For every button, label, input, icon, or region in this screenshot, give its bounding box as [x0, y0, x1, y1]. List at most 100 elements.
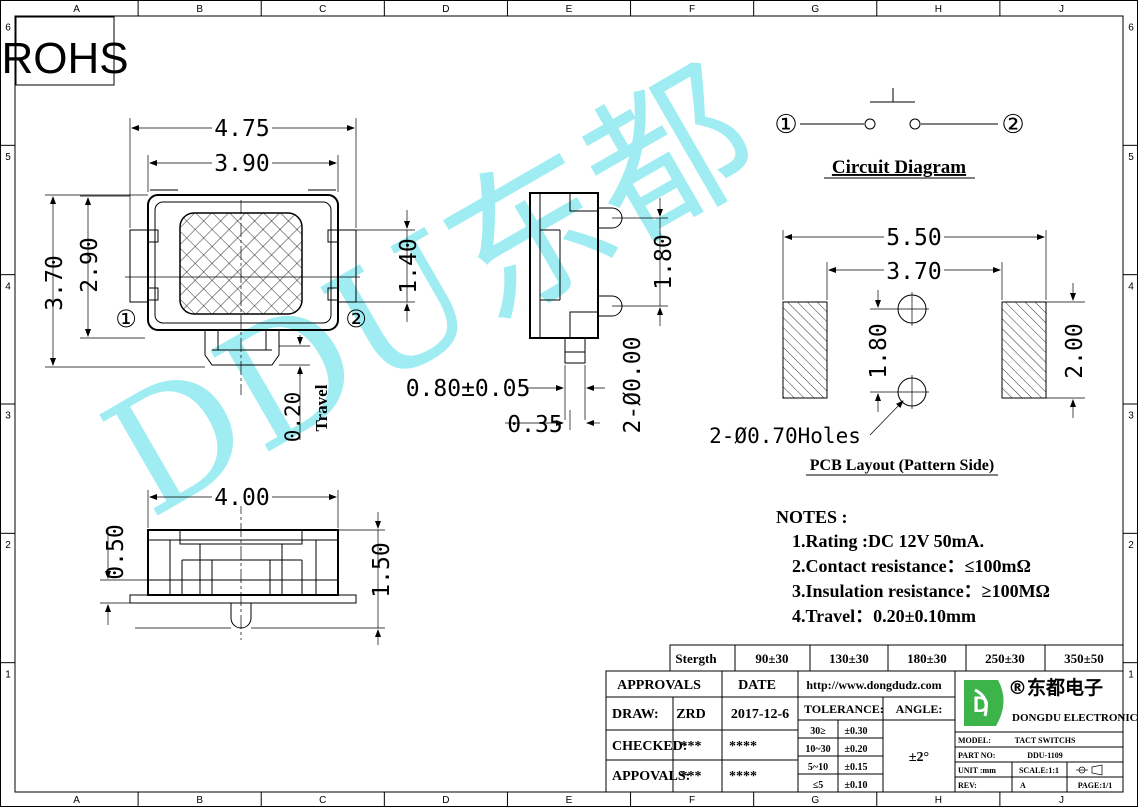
- tolerance-value: ±0.15: [845, 762, 868, 773]
- pcb-dim-outer: 5.50: [886, 225, 941, 251]
- appovals-name: ***: [681, 769, 702, 784]
- front-view: 4.00 0.50 1.50: [100, 484, 395, 645]
- tolerance-range: 5~10: [808, 762, 828, 773]
- appovals-date: ****: [729, 769, 757, 784]
- tolerance-value: ±0.30: [845, 726, 868, 737]
- part-value: DDU-1109: [1027, 751, 1063, 760]
- circuit-diagram: ① ② Circuit Diagram: [774, 88, 1025, 179]
- top-view: 4.75 3.90 3.70 2.90 1.40 ① ② 0.20 Trav: [42, 115, 422, 442]
- border-column-label: D: [442, 795, 449, 806]
- note-item: 1.Rating :DC 12V 50mA.: [792, 531, 984, 551]
- border-column-label: A: [73, 4, 80, 15]
- border-row-label: 2: [5, 540, 11, 551]
- tolerance-range: 30≥: [810, 726, 826, 737]
- pcb-dim-pad-height: 2.00: [1062, 323, 1088, 378]
- border-column-label: J: [1059, 4, 1064, 15]
- dim-overall-width: 4.75: [214, 116, 269, 142]
- border-row-label: 3: [5, 411, 11, 422]
- border-row-labels-right: 6 5 4 3 2 1: [1128, 23, 1134, 681]
- strength-row: Stergth 90±30 130±30 180±30 250±30 350±5…: [669, 644, 1124, 672]
- strength-value: 90±30: [755, 651, 788, 666]
- svg-text:D: D: [973, 692, 989, 717]
- note-item: 4.Travel：0.20±0.10mm: [792, 606, 976, 626]
- strength-value: 350±50: [1064, 651, 1104, 666]
- dim-post-diameter: 2-Ø0.00: [620, 337, 646, 434]
- border-row-label: 6: [1128, 23, 1134, 34]
- border-row-label: 4: [5, 281, 11, 292]
- checked-label: CHECKED:: [612, 739, 687, 754]
- checked-name: ***: [681, 739, 702, 754]
- rohs-label: ROHS: [1, 34, 128, 83]
- dim-overall-height: 3.70: [42, 255, 68, 310]
- website: http://www.dongdudz.com: [806, 678, 941, 692]
- rev-value: A: [1020, 781, 1026, 790]
- border-row-label: 3: [1128, 411, 1134, 422]
- circuit-title: Circuit Diagram: [832, 157, 966, 178]
- strength-label: Stergth: [675, 651, 717, 666]
- model-value: TACT SWITCHS: [1015, 736, 1076, 745]
- border-column-label: H: [935, 795, 942, 806]
- draw-date: 2017-12-6: [731, 707, 789, 722]
- page-label: PAGE:1/1: [1078, 781, 1113, 790]
- border-row-label: 5: [1128, 152, 1134, 163]
- dim-body-height: 2.90: [77, 237, 103, 292]
- circuit-pin1-label: ①: [774, 110, 797, 140]
- tolerance-label: TOLERANCE:: [804, 702, 884, 716]
- border-row-label: 5: [5, 152, 11, 163]
- top-view-pin2-label: ②: [345, 305, 367, 333]
- border-column-label: G: [811, 4, 819, 15]
- company-name-en: DONGDU ELECTRONICS: [1012, 712, 1138, 724]
- border-column-label: B: [196, 4, 203, 15]
- border-row-label: 4: [1128, 281, 1134, 292]
- side-view: 1.80 0.80±0.05 0.35 2-Ø0.00: [406, 192, 677, 438]
- model-label: MODEL:: [958, 736, 991, 745]
- border-row-label: 1: [5, 669, 11, 680]
- dim-body-width: 3.90: [214, 151, 269, 177]
- border-row-label: 2: [1128, 540, 1134, 551]
- pcb-layout: 5.50 3.70 1.80 2.00 2-Ø0.70Holes PCB Lay…: [709, 224, 1088, 476]
- dim-post-pitch: 1.80: [651, 234, 677, 289]
- tolerance-value: ±0.20: [845, 744, 868, 755]
- rev-label: REV:: [958, 781, 977, 790]
- checked-date: ****: [729, 739, 757, 754]
- dim-front-width: 4.00: [214, 485, 269, 511]
- scale-label: SCALE:1:1: [1019, 766, 1059, 775]
- company-logo-icon: D: [964, 680, 1004, 726]
- border-column-label: F: [689, 795, 695, 806]
- date-header: DATE: [738, 678, 776, 693]
- rohs-mark: ROHS: [1, 16, 129, 86]
- border-column-label: H: [935, 4, 942, 15]
- tolerance-range: 10~30: [805, 744, 830, 755]
- company-name-cn: ®东都电子: [1008, 676, 1103, 699]
- pcb-dim-holes-pitch: 1.80: [866, 323, 892, 378]
- strength-value: 250±30: [985, 651, 1025, 666]
- pcb-dim-inner: 3.70: [886, 259, 941, 285]
- border-column-label: E: [566, 795, 573, 806]
- border-column-label: J: [1059, 795, 1064, 806]
- approvals-header: APPROVALS: [617, 678, 701, 693]
- border-column-label: C: [319, 795, 326, 806]
- draw-name: ZRD: [676, 707, 706, 722]
- dim-total-height: 1.50: [369, 542, 395, 597]
- pcb-holes-label: 2-Ø0.70Holes: [709, 424, 861, 448]
- tolerance-range: ≤5: [813, 780, 824, 791]
- border-row-labels-left: 6 5 4 3 2 1: [5, 23, 11, 681]
- title-block: APPROVALS DATE http://www.dongdudz.com D…: [605, 670, 1138, 793]
- top-view-pin1-label: ①: [115, 305, 137, 333]
- note-item: 3.Insulation resistance：≥100MΩ: [792, 581, 1050, 601]
- angle-value: ±2°: [909, 750, 929, 765]
- border-column-label: E: [566, 4, 573, 15]
- part-label: PART NO:: [958, 751, 995, 760]
- note-item: 2.Contact resistance：≤100mΩ: [792, 556, 1031, 576]
- appovals-label: APPOVALS:: [612, 769, 690, 784]
- border-row-label: 6: [5, 23, 11, 34]
- border-column-label: G: [811, 795, 819, 806]
- projection-symbol-icon: [1076, 764, 1103, 776]
- notes-heading: NOTES :: [776, 507, 848, 527]
- border-column-label: B: [196, 795, 203, 806]
- border-row-label: 1: [1128, 669, 1134, 680]
- dim-base-height: 0.50: [103, 524, 129, 579]
- unit-label: UNIT :mm: [958, 766, 996, 775]
